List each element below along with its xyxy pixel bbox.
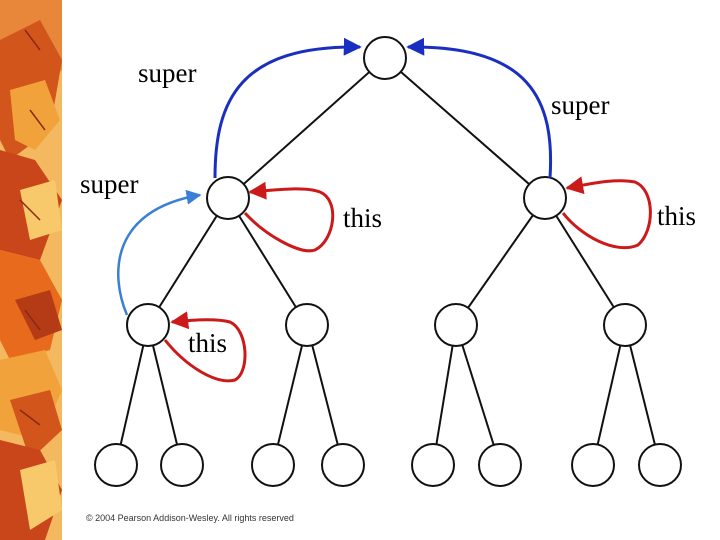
edge-rl-1 <box>432 324 457 466</box>
tree-nodes <box>94 36 682 487</box>
edge-l-ll <box>147 197 229 326</box>
edge-lr-2 <box>306 324 344 466</box>
label-this-right: this <box>657 201 697 231</box>
node-ll <box>126 303 170 347</box>
label-super-left: super <box>80 169 139 199</box>
node-leaf-1 <box>94 443 138 487</box>
edge-rr-2 <box>624 324 661 466</box>
node-rl <box>434 303 478 347</box>
edge-root-left <box>227 57 386 199</box>
edge-root-right <box>384 57 546 199</box>
edge-lr-1 <box>272 324 308 466</box>
node-leaf-4 <box>321 443 365 487</box>
node-leaf-2 <box>160 443 204 487</box>
edge-r-rr <box>544 197 626 326</box>
autumn-leaf-strip <box>0 0 62 540</box>
node-lr <box>285 303 329 347</box>
node-leaf-7 <box>571 443 615 487</box>
label-super-right: super <box>551 90 610 120</box>
node-left <box>206 176 250 220</box>
node-rr <box>603 303 647 347</box>
super-arrows <box>117 37 553 316</box>
node-leaf-6 <box>478 443 522 487</box>
label-this-middle: this <box>343 203 383 233</box>
leaf-shapes <box>0 0 62 540</box>
node-root <box>363 36 407 80</box>
edge-rr-1 <box>592 324 626 466</box>
label-super-upper-left: super <box>138 58 197 88</box>
node-leaf-3 <box>251 443 295 487</box>
node-leaf-8 <box>638 443 682 487</box>
this-arrow-ll-self <box>163 311 247 383</box>
edge-l-lr <box>227 197 308 326</box>
super-arrow-right-to-root <box>406 37 553 179</box>
this-arrow-right-self <box>561 176 652 250</box>
copyright-notice: © 2004 Pearson Addison-Wesley. All right… <box>86 513 294 523</box>
tree-edges <box>115 57 661 466</box>
edge-ll-2 <box>147 324 183 466</box>
super-arrow-ll-to-left <box>117 189 202 316</box>
this-arrow-left-self <box>243 181 335 253</box>
edge-r-rl <box>455 197 546 326</box>
this-arrows <box>163 176 652 383</box>
super-arrow-left-to-root <box>213 37 362 179</box>
label-this-lower-left: this <box>188 328 228 358</box>
node-leaf-5 <box>411 443 455 487</box>
edge-rl-2 <box>455 324 501 466</box>
edge-ll-1 <box>115 324 149 466</box>
node-right <box>523 176 567 220</box>
